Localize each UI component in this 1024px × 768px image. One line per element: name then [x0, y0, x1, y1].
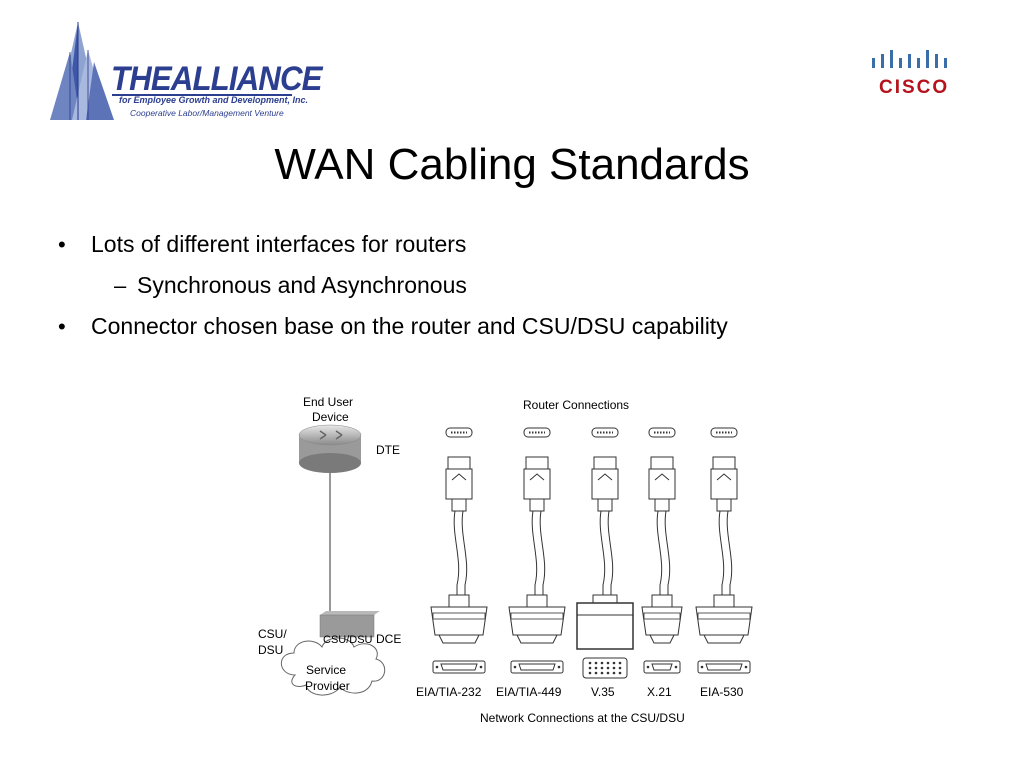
cisco-wordmark: CISCO — [879, 77, 950, 98]
slide-title: WAN Cabling Standards — [274, 140, 750, 189]
bullet-marker: • — [58, 232, 66, 257]
network-connections-label: Network Connections at the CSU/DSU — [480, 711, 685, 725]
cable-label-x21: X.21 — [647, 685, 672, 699]
cable-label-v35: V.35 — [591, 685, 615, 699]
cables-group — [430, 427, 753, 679]
alliance-name: THEALLIANCE — [111, 60, 322, 98]
alliance-logo: THEALLIANCE for Employee Growth and Deve… — [48, 22, 322, 122]
alliance-underline — [112, 94, 292, 96]
end-user-label-line2: Device — [312, 410, 349, 424]
csu-dsu-side-label-line1: CSU/ — [258, 627, 287, 641]
csu-dsu-side-label-line2: DSU — [258, 643, 284, 657]
router-connections-label: Router Connections — [523, 398, 630, 412]
service-provider-label-line1: Service — [306, 663, 347, 677]
cable-eia-tia-449 — [508, 427, 566, 674]
alliance-tagline: for Employee Growth and Development, Inc… — [119, 95, 309, 105]
bullet-marker: • — [58, 314, 66, 339]
bullet-interfaces: Lots of different interfaces for routers — [91, 231, 467, 257]
wan-cabling-diagram: End User Device DTE CSU/ DSU CSU/DSU DCE… — [250, 385, 770, 730]
csu-dsu-device — [319, 611, 380, 638]
service-provider-label-line2: Provider — [305, 679, 350, 693]
cisco-bars-icon — [872, 50, 947, 68]
dte-label: DTE — [376, 443, 400, 457]
diagram-graphics — [280, 424, 753, 696]
service-provider-cloud — [280, 637, 386, 696]
cable-eia-tia-232 — [430, 427, 488, 674]
router-icon — [298, 424, 362, 473]
cable-label-eia-tia-449: EIA/TIA-449 — [496, 685, 562, 699]
cisco-logo: CISCO — [868, 44, 960, 100]
cable-eia-530 — [695, 427, 753, 674]
cable-label-eia-tia-232: EIA/TIA-232 — [416, 685, 482, 699]
cable-label-eia-530: EIA-530 — [700, 685, 744, 699]
csu-dsu-box-label: CSU/DSU — [323, 634, 373, 646]
cable-v35 — [576, 427, 634, 679]
sub-bullet-marker: – — [114, 273, 127, 298]
alliance-logo-graphic — [50, 22, 114, 120]
dce-label: DCE — [376, 632, 402, 646]
cable-x21 — [641, 427, 683, 674]
sub-bullet-sync-async: Synchronous and Asynchronous — [137, 272, 467, 298]
alliance-subtitle: Cooperative Labor/Management Venture — [130, 108, 284, 118]
end-user-label-line1: End User — [303, 395, 354, 409]
bullet-connector: Connector chosen base on the router and … — [91, 313, 728, 339]
